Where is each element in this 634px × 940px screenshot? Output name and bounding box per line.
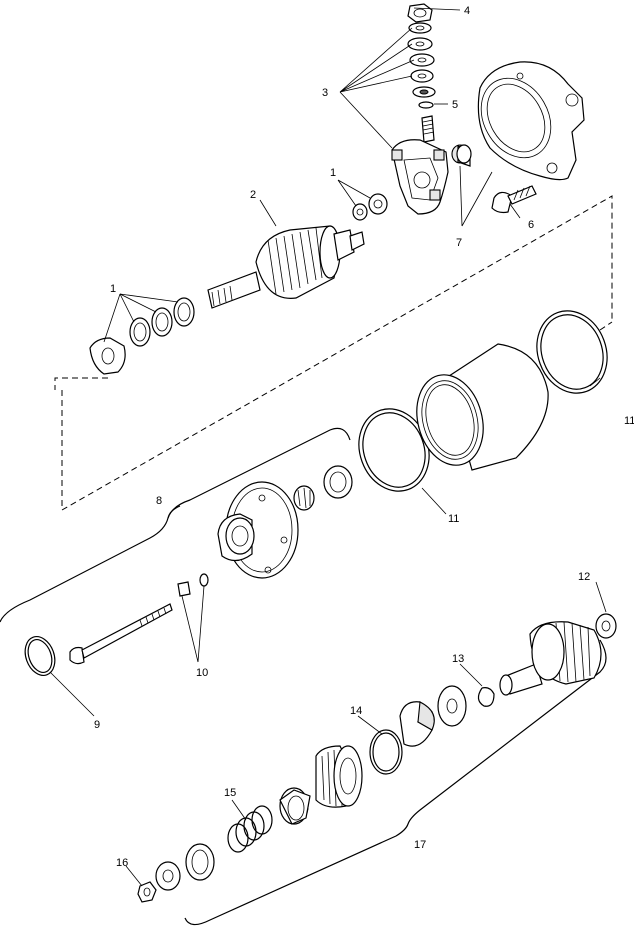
callout-14: 14 — [350, 705, 362, 717]
o-ring-14 — [369, 729, 403, 775]
nut-4 — [407, 3, 433, 23]
washer-stack-3 — [407, 22, 436, 98]
callout-7: 7 — [456, 237, 462, 249]
o-ring-5 — [418, 101, 434, 109]
callout-9: 9 — [94, 719, 100, 731]
callout-17: 17 — [414, 839, 426, 851]
through-bolt — [69, 603, 173, 665]
assembly-brace-17 — [184, 639, 607, 926]
nut-16 — [137, 881, 157, 903]
callout-15: 15 — [224, 787, 236, 799]
spacer-washer — [437, 685, 467, 727]
rear-end-cover — [477, 61, 585, 181]
yoke-housing — [416, 343, 549, 471]
pinion-gear-shaft — [499, 621, 602, 696]
callout-1-upper: 1 — [330, 167, 336, 179]
front-flange-housing — [217, 481, 299, 579]
ball-bearing — [293, 465, 353, 511]
callout-11-right: 11 — [624, 415, 634, 427]
callout-5: 5 — [452, 99, 458, 111]
armature-2 — [207, 225, 365, 309]
callout-6: 6 — [528, 219, 534, 231]
callout-16: 16 — [116, 857, 128, 869]
callout-labels: 4 3 5 1 2 6 7 1 11 8 11 12 10 13 9 14 15… — [94, 5, 634, 869]
brush-holder-plate — [391, 139, 449, 215]
callout-10: 10 — [196, 667, 208, 679]
o-ring-11-right — [536, 310, 608, 394]
callout-2: 2 — [250, 189, 256, 201]
washers-1-lower — [89, 297, 195, 375]
assembly-boundary-8 — [0, 195, 613, 623]
o-ring-9 — [24, 636, 56, 676]
callout-8: 8 — [156, 495, 162, 507]
split-collar — [399, 701, 435, 747]
spring-15 — [227, 805, 273, 853]
callout-1-lower: 1 — [110, 283, 116, 295]
washer-pinion — [155, 861, 181, 891]
overrunning-clutch — [315, 745, 363, 808]
callout-13: 13 — [452, 653, 464, 665]
sleeve — [279, 787, 311, 825]
screw-6 — [491, 185, 537, 214]
washers-1-upper — [352, 193, 388, 221]
snap-ring-13 — [477, 687, 495, 707]
terminal-bolt — [421, 115, 435, 143]
callout-12: 12 — [578, 571, 590, 583]
washer-12 — [595, 613, 617, 639]
callout-11-left: 11 — [448, 513, 459, 525]
callout-4: 4 — [464, 5, 470, 17]
washers-10 — [177, 573, 209, 597]
callout-3: 3 — [322, 87, 328, 99]
stop-collar — [185, 843, 215, 881]
bushing-7 — [451, 144, 472, 167]
leader-lines — [49, 7, 607, 887]
